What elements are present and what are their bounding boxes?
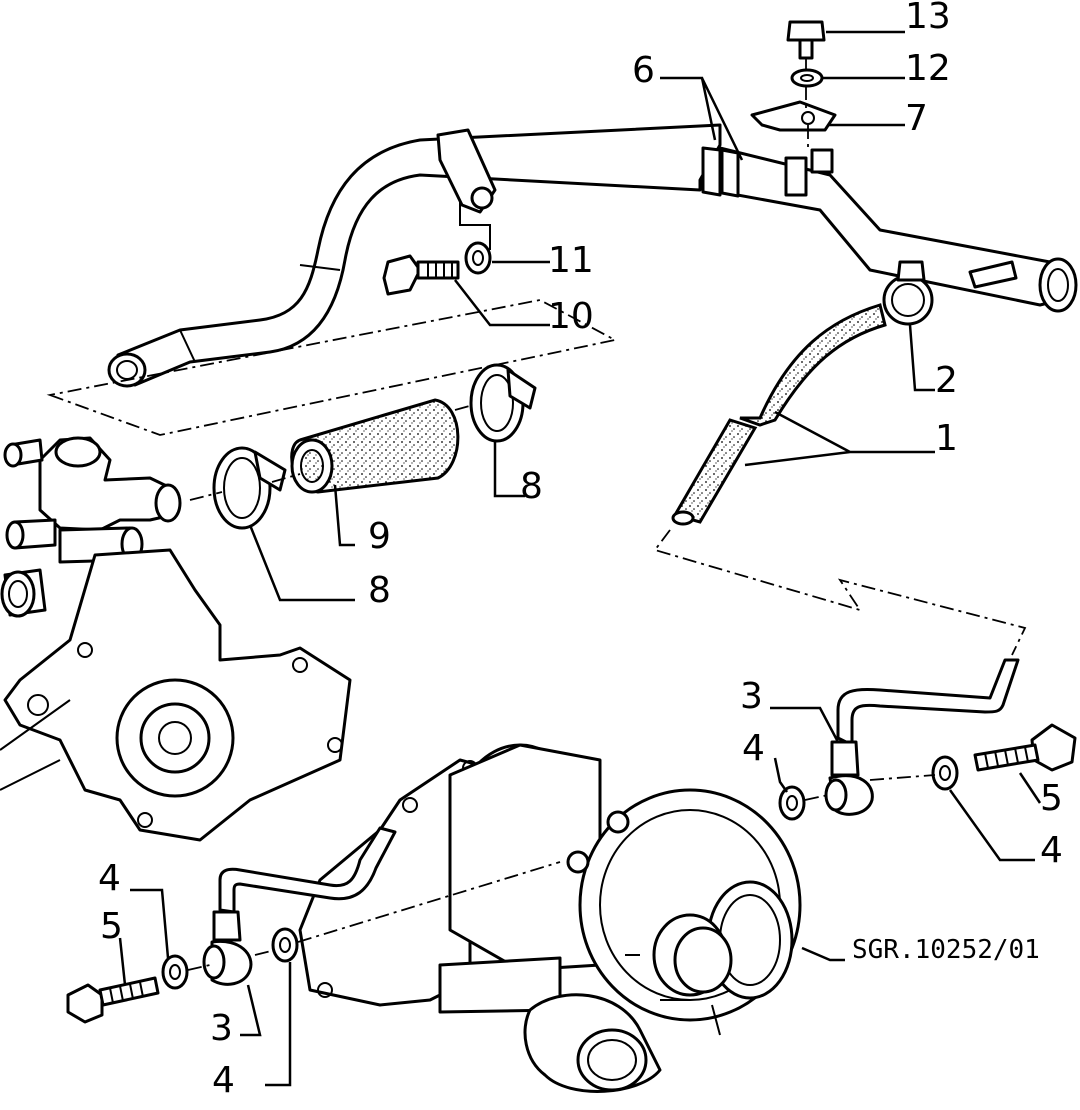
callout-5-right: 5 bbox=[1040, 778, 1063, 819]
clamp-2 bbox=[882, 260, 934, 326]
leader-lines bbox=[118, 30, 1042, 1087]
pipe-bracket bbox=[436, 128, 497, 250]
callout-9: 9 bbox=[368, 516, 391, 557]
callout-1: 1 bbox=[935, 418, 958, 459]
callout-labels: 13 12 7 6 11 10 2 1 8 9 8 3 4 5 4 4 5 3 … bbox=[98, 0, 1063, 1101]
callout-10: 10 bbox=[548, 296, 594, 337]
callout-8-left: 8 bbox=[368, 570, 391, 611]
oil-pipe-3-left bbox=[202, 826, 397, 986]
callout-5-left: 5 bbox=[100, 906, 123, 947]
bolt-5-left bbox=[66, 976, 160, 1024]
callout-6: 6 bbox=[632, 50, 655, 91]
washer-12 bbox=[790, 68, 824, 88]
washer-11 bbox=[464, 241, 492, 275]
callout-4-right: 4 bbox=[1040, 830, 1063, 871]
washer-4-c bbox=[161, 954, 189, 990]
bolt-5-right bbox=[973, 723, 1077, 772]
callout-8-right: 8 bbox=[520, 466, 543, 507]
screw-13 bbox=[786, 20, 826, 110]
callout-3-right: 3 bbox=[740, 676, 763, 717]
callout-11: 11 bbox=[548, 240, 594, 281]
axis-line-hose bbox=[189, 404, 474, 501]
clamp-8-right bbox=[469, 363, 537, 443]
washer-4-d bbox=[271, 927, 299, 963]
axis-line-oil-pipes bbox=[187, 774, 936, 971]
washer-4-b bbox=[931, 755, 959, 791]
reference-code: SGR.10252/01 bbox=[852, 935, 1040, 965]
callout-3-left: 3 bbox=[210, 1008, 233, 1049]
callout-13: 13 bbox=[905, 0, 951, 37]
mounting-plate bbox=[750, 100, 837, 197]
callout-4-upper: 4 bbox=[742, 728, 765, 769]
hose-1 bbox=[671, 303, 887, 526]
assembly-path-right bbox=[653, 529, 1027, 656]
callout-2: 2 bbox=[935, 360, 958, 401]
callout-4-left-top: 4 bbox=[98, 858, 121, 899]
water-pump bbox=[0, 548, 352, 842]
callout-7: 7 bbox=[905, 98, 928, 139]
bolt-10 bbox=[382, 254, 460, 296]
callout-12: 12 bbox=[905, 48, 951, 89]
turbocharger bbox=[298, 743, 802, 1093]
hose-9 bbox=[290, 398, 460, 494]
callout-4-left-bottom: 4 bbox=[212, 1060, 235, 1101]
oil-pipe-3-right bbox=[824, 658, 1020, 816]
clamp-8-left bbox=[212, 446, 287, 530]
washer-4-a bbox=[778, 785, 806, 821]
